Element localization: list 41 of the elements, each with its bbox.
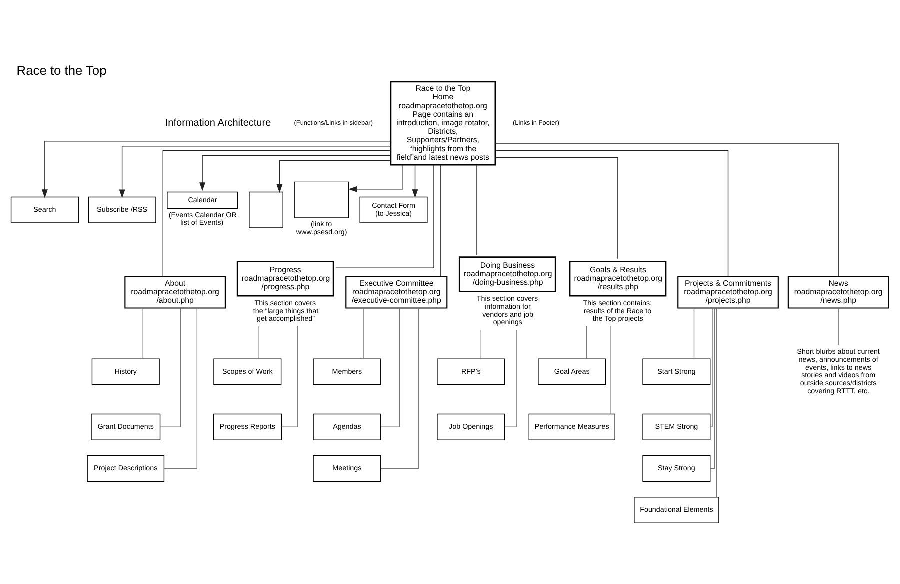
connector	[480, 329, 482, 359]
arrow	[119, 146, 392, 198]
arrow	[348, 164, 404, 192]
connector	[142, 308, 143, 359]
connector	[710, 308, 716, 469]
node-box: Doing Business roadmapracetothetop.org /doing-business.php	[458, 256, 556, 292]
node-box: News roadmapracetothetop.org /news.php	[788, 276, 890, 308]
connector	[380, 308, 400, 428]
node-box: Goals & Results roadmapracetothetop.org /results.php	[569, 260, 667, 296]
arrow	[412, 164, 418, 198]
arrow	[276, 160, 392, 193]
connector	[336, 164, 434, 268]
connector	[164, 308, 198, 469]
connector	[160, 308, 182, 428]
connector	[162, 150, 392, 276]
node-box: Race to the Top Home roadmapracetothetop.org Page contains an introduction, image rotator, Districts, Supporters/Partners, “highlights from the field”and latest news posts	[390, 80, 496, 166]
node-box: Executive Committee roadmapracetothetop.org /executive-committee.php	[346, 276, 448, 308]
connector	[495, 150, 729, 276]
connector	[476, 164, 477, 255]
node-box: About roadmapracetothetop.org /about.php	[124, 276, 226, 308]
node-box	[249, 191, 284, 228]
connector	[440, 164, 441, 277]
arrow	[42, 140, 392, 198]
node-box: Progress roadmapracetothetop.org /progress.php	[236, 260, 334, 296]
label: Information Architecture	[165, 118, 272, 129]
arrow	[200, 154, 392, 191]
connector	[495, 142, 839, 276]
connector	[495, 156, 618, 259]
connector	[380, 308, 419, 469]
connector	[281, 325, 298, 428]
diagram-title: Race to the Top	[16, 62, 107, 78]
connector	[258, 325, 259, 359]
connector	[586, 325, 588, 359]
connector	[716, 308, 718, 498]
connector	[363, 308, 364, 359]
node-box	[294, 181, 349, 218]
connector	[694, 308, 695, 359]
connector	[710, 308, 713, 428]
connector	[610, 325, 611, 414]
connector	[838, 308, 839, 346]
node-box: Projects & Commitments roadmapracetothetop.org /projects.php	[678, 276, 779, 308]
